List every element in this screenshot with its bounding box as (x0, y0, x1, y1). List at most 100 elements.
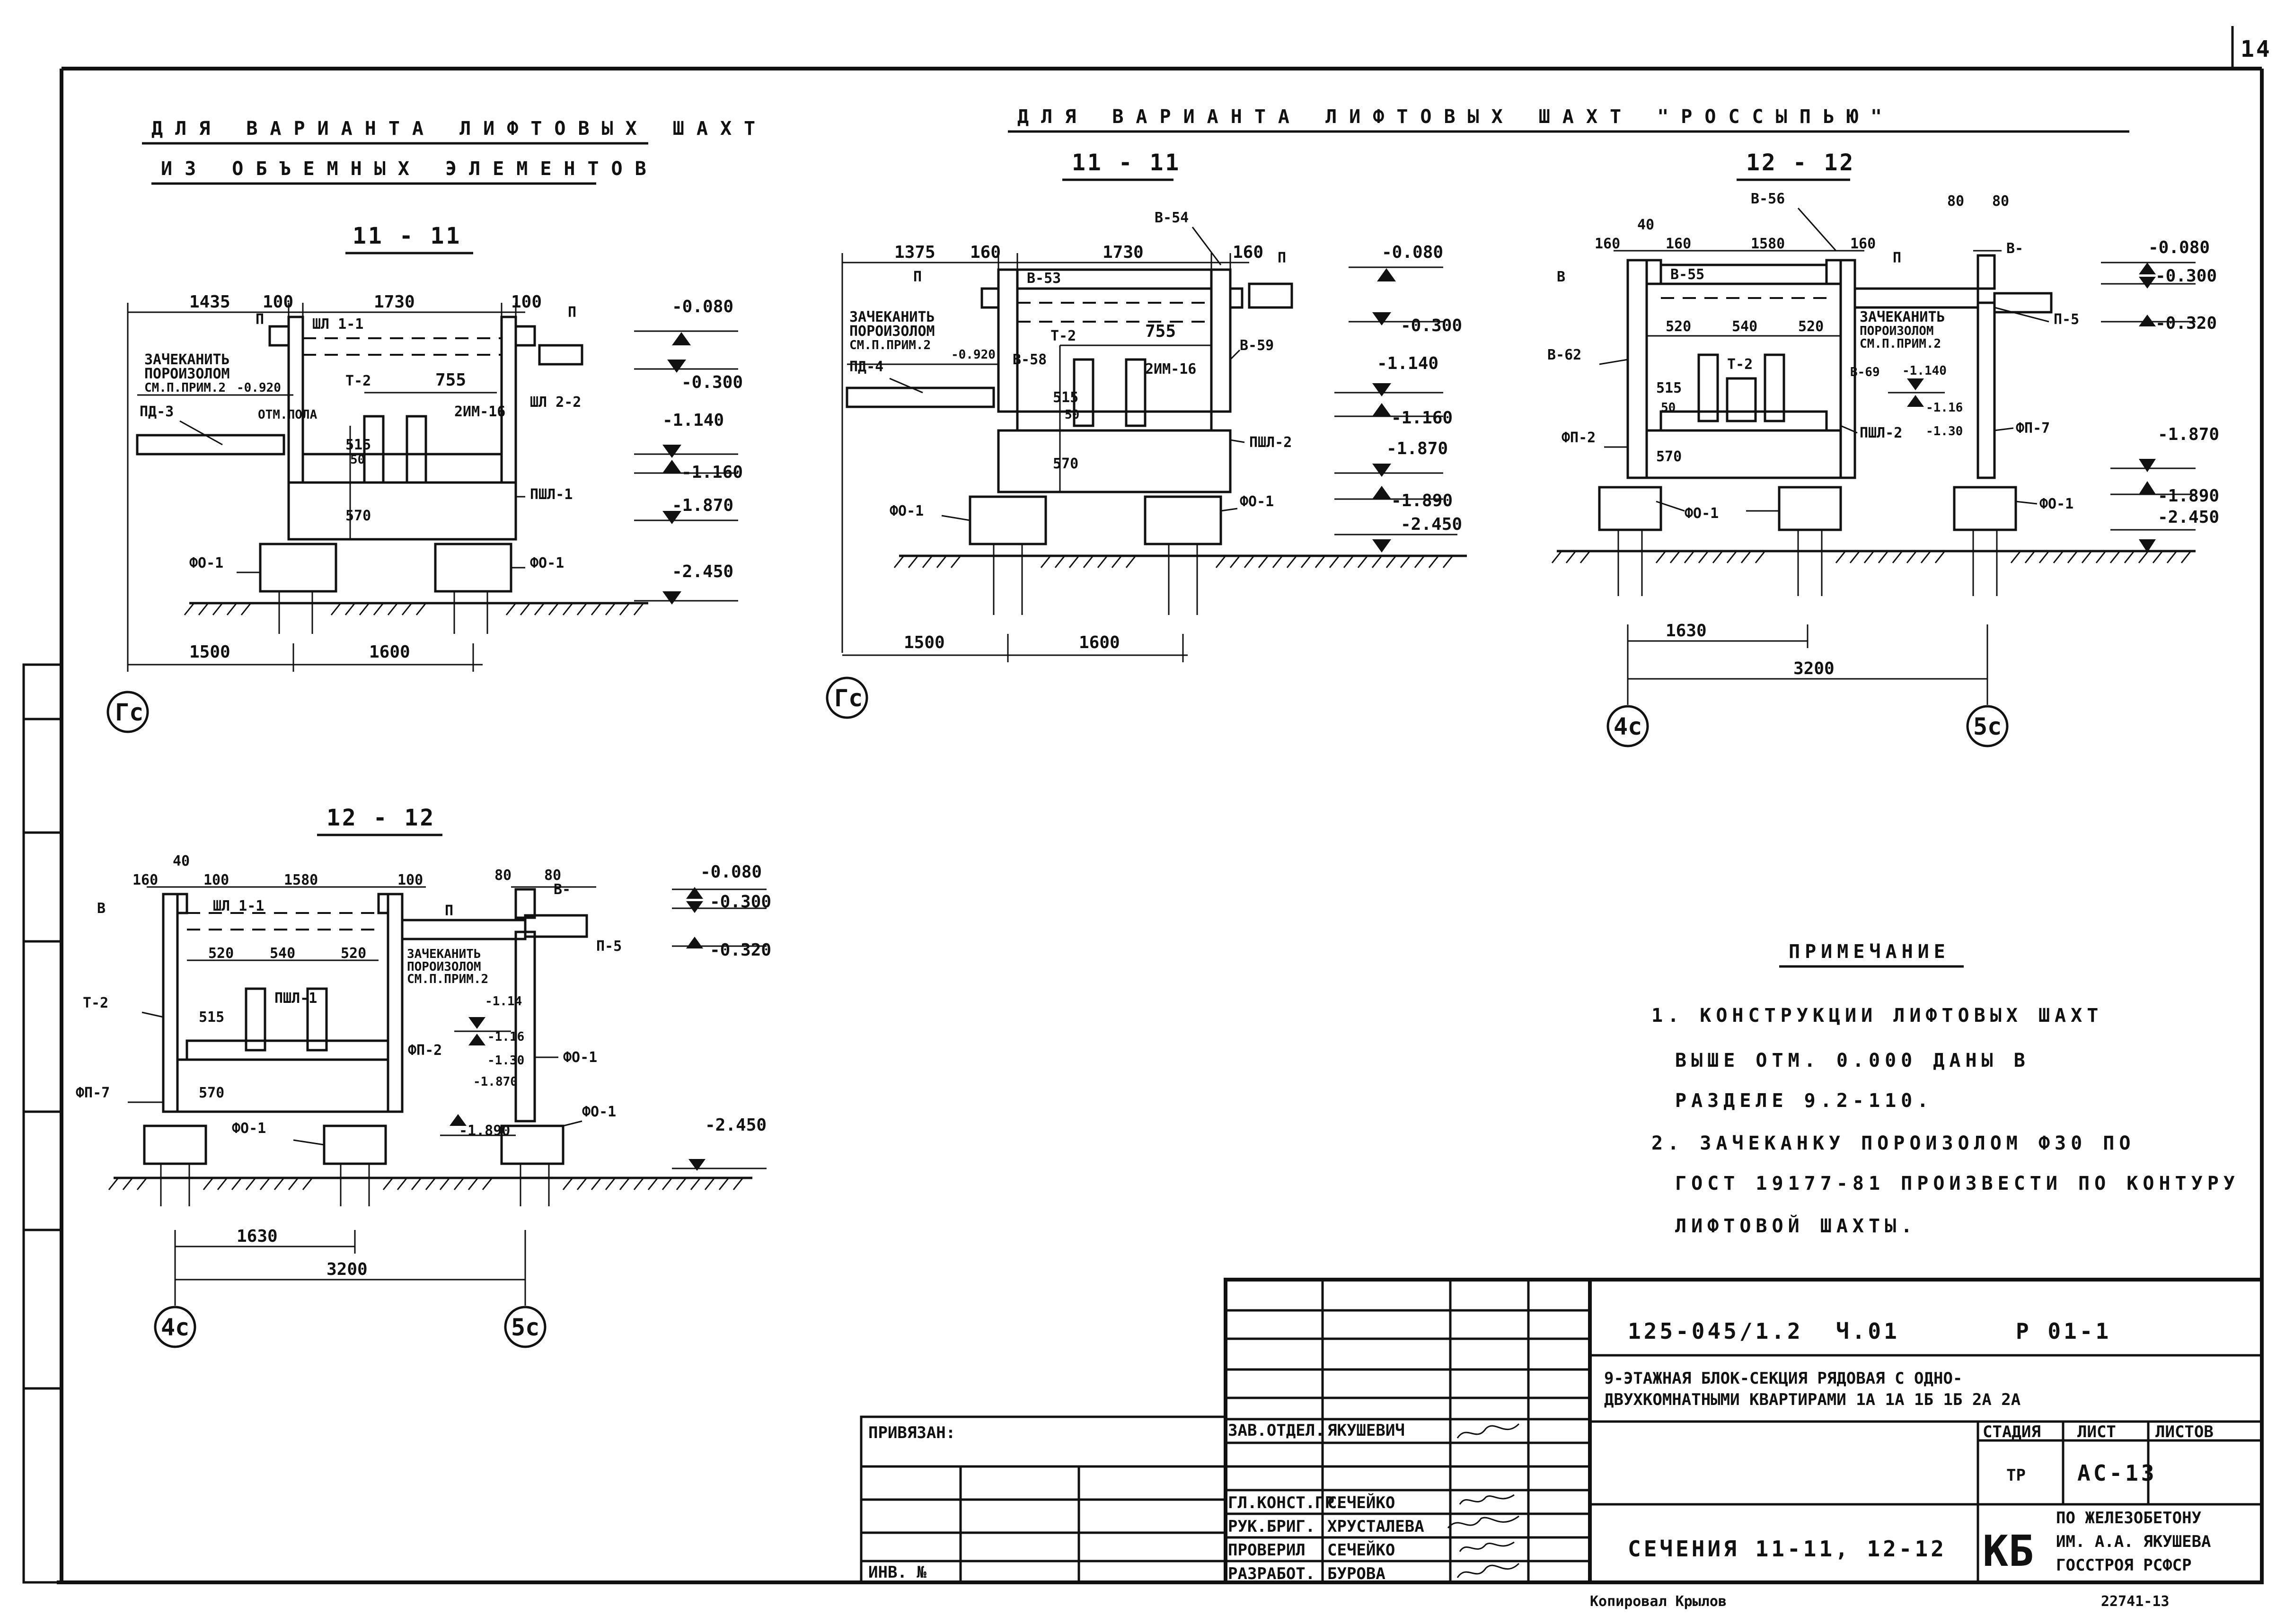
level: -0.080 (2148, 238, 2210, 257)
mark: ПОРОИЗОЛОМ (144, 366, 230, 382)
doc-sheet-code: Р 01-1 (2016, 1318, 2111, 1344)
level: -0.300 (1401, 316, 1462, 335)
axis-label: 4с (1614, 713, 1642, 740)
mark: П (445, 903, 453, 919)
role: ЗАВ.ОТДЕЛ. (1228, 1421, 1325, 1440)
dim: 1600 (369, 642, 410, 662)
dim: 160 (1850, 236, 1876, 252)
role-name: СЕЧЕЙКО (1327, 1540, 1395, 1560)
dim: 520 (341, 945, 366, 962)
mark: ФО-1 (582, 1104, 616, 1120)
dim-vertical: 50 (350, 453, 365, 467)
level-marks: -0.080 -0.300 -1.140 -1.160 -1.870 -1.89… (1334, 243, 1462, 553)
level: -0.320 (2155, 314, 2217, 333)
mark: В-59 (1240, 337, 1274, 354)
level: -0.080 (700, 862, 762, 882)
dim: 160 (132, 872, 158, 888)
mark: П (256, 311, 264, 328)
mark: 2ИМ-16 (454, 404, 505, 420)
dim: 160 (1666, 236, 1691, 252)
variant-volume-title-1: ДЛЯ ВАРИАНТА ЛИФТОВЫХ ШАХТ (151, 118, 768, 140)
mark: П (1893, 250, 1901, 266)
level: -1.140 (662, 411, 724, 430)
mark: В (1557, 269, 1565, 285)
mark: В-54 (1155, 210, 1189, 226)
level: -2.450 (672, 562, 733, 581)
level: -0.300 (681, 373, 743, 392)
section-volume-12: 12 - 12 40 160 100 1580 100 80 80 В ШЛ 1… (76, 805, 771, 1348)
sheets-header: ЛИСТОВ (2155, 1422, 2214, 1441)
level: -0.080 (672, 297, 733, 316)
level-marks: -0.080 -0.300 -1.140 -1.160 -1.870 -2.45… (634, 297, 743, 605)
dim: 100 (203, 872, 229, 888)
mark: ЗАЧЕКАНИТЬ (144, 351, 230, 368)
mark: ОТМ.ПОЛА (258, 408, 318, 422)
level: -1.30 (1926, 424, 1963, 439)
note-line: РАЗДЕЛЕ 9.2-110. (1675, 1090, 1933, 1112)
note-line: ГОСТ 19177-81 ПРОИЗВЕСТИ ПО КОНТУРУ (1675, 1173, 2240, 1194)
dim-vertical: 515 (1656, 380, 1682, 396)
level: -1.140 (1377, 354, 1438, 373)
org-abbr: КБ (1983, 1527, 2034, 1576)
level: -0.320 (710, 940, 771, 960)
mark: ФО-1 (189, 555, 223, 571)
mark: Т-2 (345, 373, 371, 389)
stage-value: ТР (2006, 1466, 2026, 1485)
mark: ПШЛ-2 (1860, 425, 1902, 441)
role-name: ХРУСТАЛЕВА (1327, 1517, 1424, 1536)
dim: 1435 (189, 292, 230, 312)
signatures (1447, 1423, 1520, 1578)
axis-label: Гс (115, 699, 143, 726)
level: -1.14 (485, 994, 522, 1009)
level: -1.30 (487, 1053, 524, 1068)
mark: -0.920 (237, 381, 281, 395)
dim: 540 (1732, 318, 1757, 335)
mark: ПШЛ-1 (274, 990, 317, 1007)
level: -1.870 (672, 496, 733, 515)
level: -1.870 (1386, 439, 1448, 458)
level: -2.450 (2158, 508, 2219, 527)
mark: ФО-1 (563, 1049, 597, 1066)
stage-header: СТАДИЯ (1983, 1422, 2041, 1441)
mark: П (568, 304, 576, 321)
mark: В- (2006, 240, 2023, 257)
level: -1.140 (1902, 364, 1947, 378)
org-line-3: ГОССТРОЯ РСФСР (2056, 1556, 2192, 1575)
mark: В-62 (1547, 347, 1581, 363)
mark: ФО-1 (1240, 493, 1274, 510)
mark: Т-2 (1727, 356, 1753, 373)
dim: 1500 (904, 633, 945, 652)
dim: 3200 (1793, 659, 1835, 678)
privyazan-label: ПРИВЯЗАН: (868, 1423, 955, 1442)
dim: 160 (970, 243, 1001, 262)
dim: 160 (1233, 243, 1263, 262)
mark: П (913, 269, 922, 285)
doc-desc-1: 9-ЭТАЖНАЯ БЛОК-СЕКЦИЯ РЯДОВАЯ С ОДНО- (1604, 1369, 1962, 1388)
mark: В-69 (1850, 365, 1880, 379)
notes-heading: ПРИМЕЧАНИЕ (1789, 941, 1950, 963)
mark: ПД-4 (849, 359, 883, 375)
mark: ЗАЧЕКАНИТЬ (407, 947, 481, 961)
mark: СМ.П.ПРИМ.2 (144, 381, 226, 395)
axis-label: 4с (161, 1314, 189, 1341)
mark: В-55 (1670, 266, 1704, 283)
dim: 520 (1666, 318, 1691, 335)
level: -1.160 (681, 463, 743, 482)
mark: ФП-7 (2016, 420, 2050, 437)
dim: 40 (1637, 217, 1654, 233)
role: ПРОВЕРИЛ (1228, 1541, 1306, 1560)
axis-label: 5с (511, 1314, 539, 1341)
doc-part: Ч.01 (1836, 1318, 1900, 1344)
dim: 1600 (1079, 633, 1120, 652)
level: -1.16 (1926, 401, 1963, 415)
note-line: ВЫШЕ ОТМ. 0.000 ДАНЫ В (1675, 1050, 2030, 1071)
dim: 80 (1992, 193, 2009, 210)
mark: ПШЛ-2 (1249, 434, 1292, 451)
section-label: 11 - 11 (353, 223, 461, 249)
level: -1.890 (2158, 486, 2219, 506)
sheet-number: 14 (2241, 36, 2272, 62)
sheet-header: ЛИСТ (2077, 1422, 2116, 1441)
dim-vertical: 570 (1656, 448, 1682, 465)
dim: 80 (544, 867, 561, 884)
